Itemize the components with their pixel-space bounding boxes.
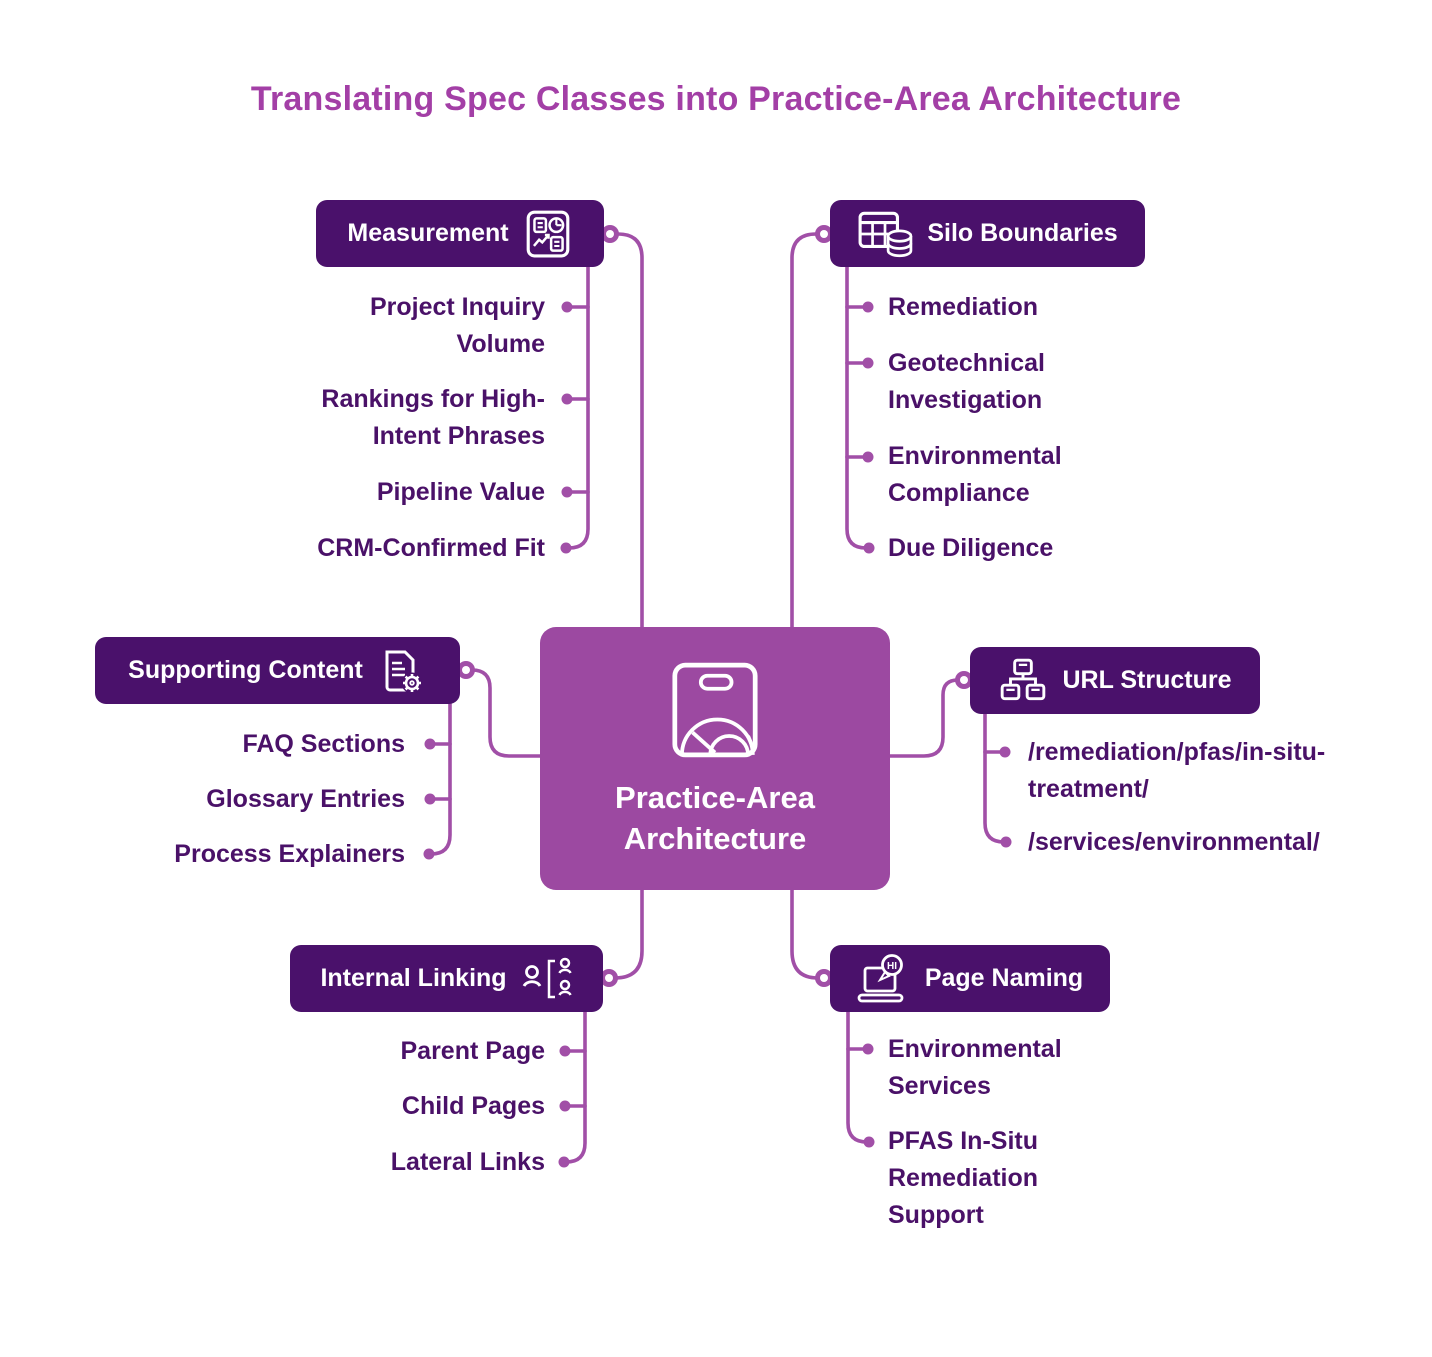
list-item: Due Diligence xyxy=(888,534,1054,562)
branch-node-label: Silo Boundaries xyxy=(927,219,1118,247)
branch-node-measurement: Measurement xyxy=(316,200,604,267)
branch-node-supporting-content: Supporting Content xyxy=(95,637,460,704)
branch-node-label: URL Structure xyxy=(1062,666,1232,694)
list-item: Rankings for High-Intent Phrases xyxy=(321,385,545,450)
practice-area-icon xyxy=(656,658,774,767)
laptop-chat-icon: HI xyxy=(857,953,911,1004)
branch-node-label: Measurement xyxy=(347,219,509,247)
list-item: Child Pages xyxy=(401,1092,545,1120)
branch-node-label: Supporting Content xyxy=(128,656,363,684)
branch-node-internal-linking: Internal Linking xyxy=(290,945,603,1012)
item-bullet-dots xyxy=(423,225,1012,1168)
list-item: Lateral Links xyxy=(390,1148,545,1176)
branch-node-page-naming: HI Page Naming xyxy=(830,945,1110,1012)
list-item: Project Inquiry Volume xyxy=(369,293,545,358)
sitemap-icon xyxy=(998,658,1048,704)
document-gear-icon xyxy=(377,646,427,696)
people-link-icon xyxy=(521,955,573,1003)
dashboard-report-icon xyxy=(523,209,573,259)
list-item: Geotechnical Investigation xyxy=(888,349,1045,414)
list-item: Parent Page xyxy=(400,1037,545,1065)
list-item: PFAS In-Situ Remediation Support xyxy=(888,1127,1039,1229)
branch-node-label: Page Naming xyxy=(924,964,1084,992)
chat-bubble-text: HI xyxy=(887,961,897,972)
list-item: FAQ Sections xyxy=(242,730,405,758)
branch-node-url-structure: URL Structure xyxy=(970,647,1260,714)
list-item: CRM-Confirmed Fit xyxy=(317,534,545,562)
list-item: /services/environmental/ xyxy=(1028,828,1320,856)
list-item: Process Explainers xyxy=(174,840,405,868)
list-item: Glossary Entries xyxy=(206,785,405,813)
page-title: Translating Spec Classes into Practice-A… xyxy=(250,80,1182,118)
list-item: /remediation/pfas/in-situ-treatment/ xyxy=(1028,738,1326,803)
list-item: Pipeline Value xyxy=(376,478,545,506)
branch-node-label: Internal Linking xyxy=(320,964,507,992)
branch-node-silo-boundaries: Silo Boundaries xyxy=(830,200,1145,267)
list-item: Environmental Compliance xyxy=(888,442,1062,507)
list-item: Environmental Services xyxy=(888,1035,1062,1100)
central-node-label: Practice-Area Architecture xyxy=(615,780,815,856)
list-item: Remediation xyxy=(888,293,1039,321)
table-database-icon xyxy=(857,208,913,260)
central-node-practice-area-architecture: Practice-Area Architecture xyxy=(540,627,890,890)
